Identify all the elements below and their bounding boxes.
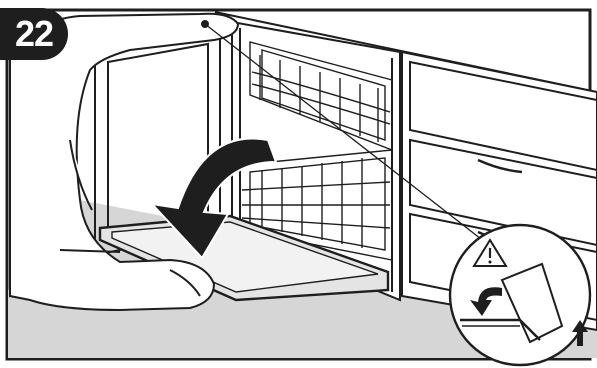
step-number-badge: 22 xyxy=(0,8,68,60)
detail-inset xyxy=(450,225,590,365)
